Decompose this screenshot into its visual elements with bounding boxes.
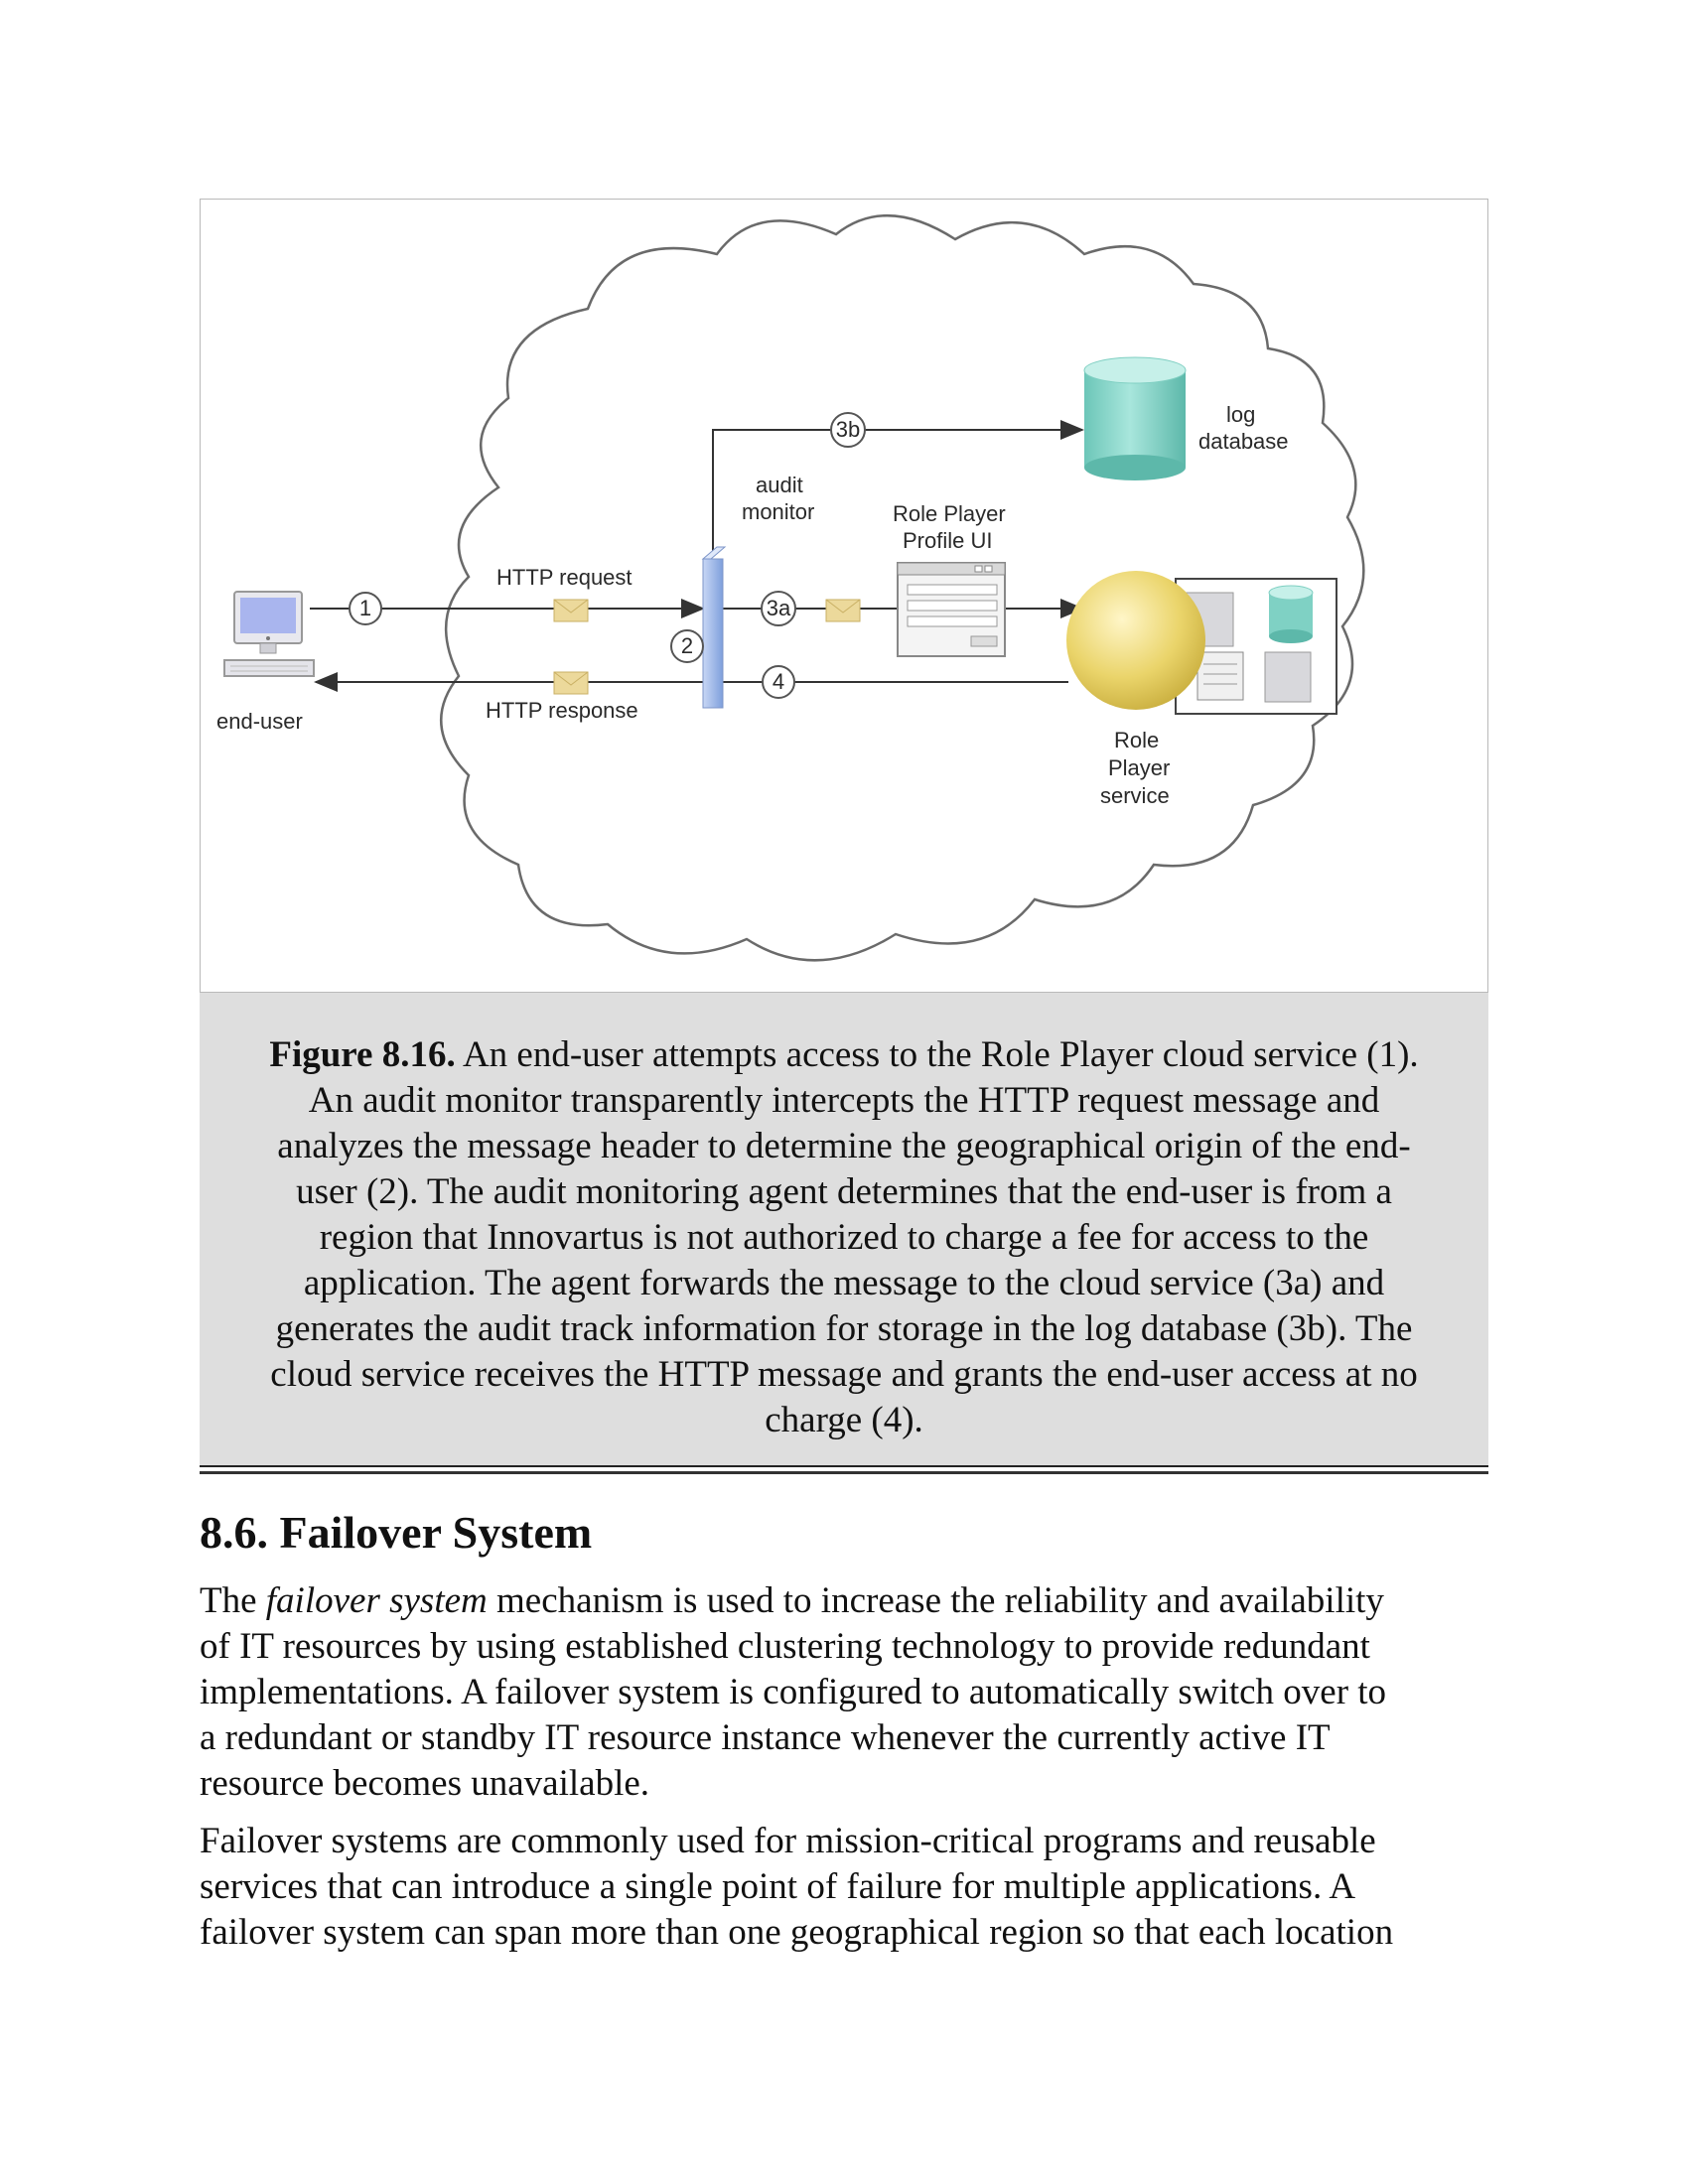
caption-line: analyzes the message header to determine… (277, 1126, 1411, 1166)
defined-term: failover system (265, 1580, 488, 1621)
svg-text:4: 4 (773, 669, 784, 694)
svg-text:2: 2 (681, 633, 693, 658)
envelope-icon (553, 671, 589, 695)
divider (200, 1471, 1488, 1474)
audit-monitor-label-1: audit (756, 473, 803, 497)
body-paragraph: The failover system mechanism is used to… (200, 1580, 1387, 1804)
http-response-label: HTTP response (486, 698, 638, 723)
step-1-marker: 1 (349, 592, 382, 625)
computer-icon (223, 591, 315, 677)
step-3a-marker: 3a (761, 591, 796, 626)
service-components-box (1175, 578, 1337, 715)
log-database-icon (1083, 356, 1187, 480)
log-database-label-2: database (1198, 429, 1289, 454)
caption-line: An audit monitor transparently intercept… (308, 1080, 1380, 1121)
caption-line: application. The agent forwards the mess… (303, 1263, 1385, 1303)
step-3b-marker: 3b (830, 412, 866, 448)
log-database-label-1: log (1226, 402, 1255, 427)
http-request-label: HTTP request (496, 565, 633, 590)
caption-line: cloud service receives the HTTP message … (270, 1354, 1418, 1395)
body-paragraph: Failover systems are commonly used for m… (200, 1821, 1394, 1953)
profile-ui-label-1: Role Player (893, 501, 1006, 526)
step-4-marker: 4 (762, 665, 795, 699)
service-label-3: service (1100, 783, 1170, 808)
audit-monitor-bar (701, 546, 727, 709)
step-2-marker: 2 (670, 629, 704, 663)
service-sphere-icon (1066, 571, 1205, 710)
audit-monitor-label-2: monitor (742, 499, 814, 524)
caption-label: Figure 8.16. (269, 1034, 456, 1075)
audit-monitor-diagram: end-user audit monitor HTTP request HTTP… (216, 214, 1365, 962)
end-user-label: end-user (216, 709, 303, 734)
svg-text:3b: 3b (836, 417, 860, 442)
service-label-1: Role (1114, 728, 1159, 752)
section-heading: 8.6. Failover System (200, 1507, 593, 1558)
divider (200, 1465, 1488, 1467)
service-label-2: Player (1108, 755, 1170, 780)
envelope-icon (553, 599, 589, 622)
profile-ui-window-icon (897, 562, 1006, 657)
caption-line: region that Innovartus is not authorized… (319, 1217, 1369, 1258)
log-arrow (712, 420, 1084, 557)
figure-caption: Figure 8.16. An end-user attempts access… (200, 993, 1488, 1465)
envelope-icon (825, 599, 861, 622)
caption-line: user (2). The audit monitoring agent det… (296, 1171, 1392, 1212)
caption-line: generates the audit track information fo… (275, 1308, 1413, 1349)
svg-text:1: 1 (359, 596, 371, 620)
svg-text:3a: 3a (767, 596, 791, 620)
caption-line: Figure 8.16. An end-user attempts access… (269, 1034, 1419, 1075)
profile-ui-label-2: Profile UI (903, 528, 992, 553)
caption-line: charge (4). (765, 1400, 923, 1440)
figure: end-user audit monitor HTTP request HTTP… (200, 199, 1488, 993)
